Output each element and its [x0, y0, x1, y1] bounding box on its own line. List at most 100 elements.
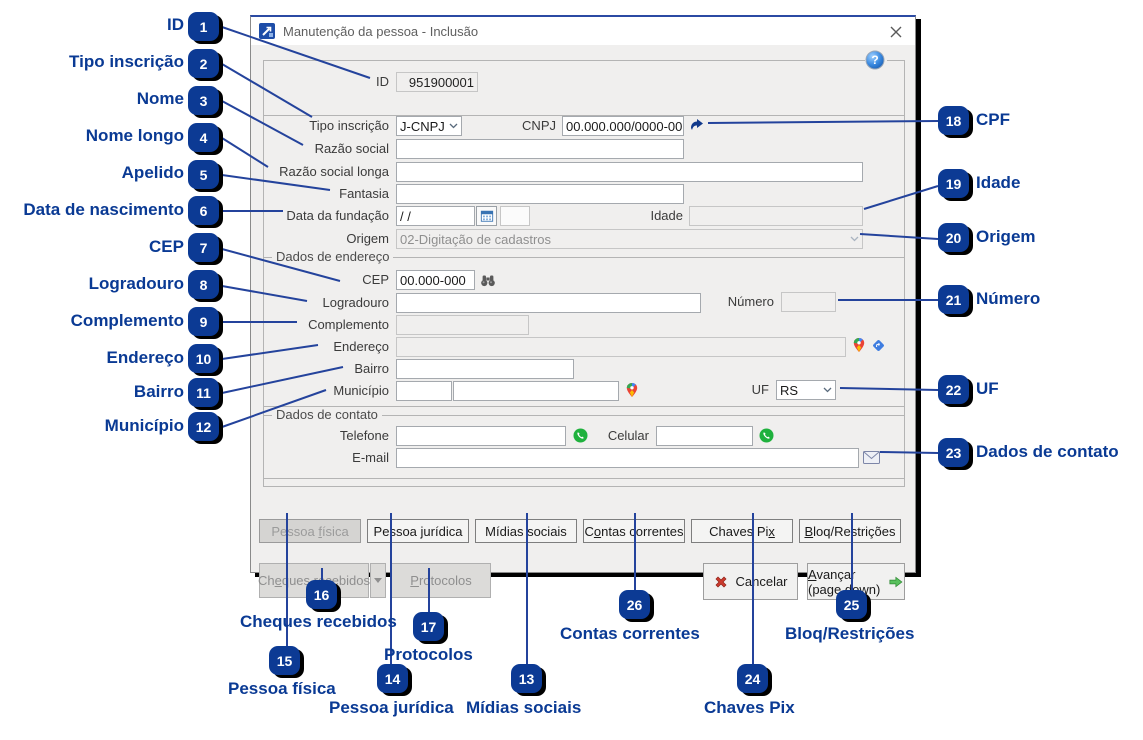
callout-number: 1	[199, 18, 208, 35]
tab-label-mnemonic: j	[420, 523, 424, 539]
cep-input[interactable]: 00.000-000	[396, 270, 475, 290]
municipio-name-input[interactable]	[453, 381, 619, 401]
origem-label: Origem	[346, 231, 389, 246]
callout-badge-4: 4	[188, 123, 219, 152]
callout-label-endereco: Endereço	[106, 348, 184, 367]
numero-field	[781, 292, 836, 312]
email-envelope-icon[interactable]	[863, 451, 880, 464]
callout-label-bloq-restricoes: Bloq/Restrições	[785, 624, 915, 643]
telefone-input[interactable]	[396, 426, 566, 446]
bairro-label: Bairro	[354, 361, 389, 376]
callout-label-midias-sociais: Mídias sociais	[466, 698, 582, 717]
fantasia-input[interactable]	[396, 184, 684, 204]
callout-label-complemento: Complemento	[70, 311, 184, 330]
data-fundacao-input[interactable]: / /	[396, 206, 475, 226]
callout-number: 6	[199, 202, 208, 219]
tab-label: urídica	[423, 523, 463, 539]
callout-number: 19	[945, 175, 962, 192]
callout-badge-15: 15	[269, 646, 300, 675]
razao-social-longa-label: Razão social longa	[279, 164, 389, 179]
callout-badge-17: 17	[413, 612, 444, 641]
cep-search-binoculars-icon[interactable]	[480, 272, 496, 288]
whatsapp-icon[interactable]	[759, 428, 774, 443]
callout-label-nome: Nome	[136, 89, 184, 108]
callout-number: 10	[195, 350, 212, 367]
dialog-manutencao-pessoa: Manutenção da pessoa - Inclusão ? ID 951…	[250, 15, 916, 600]
complemento-label: Complemento	[308, 317, 389, 332]
tab-label: ísica	[321, 523, 349, 539]
window-title: Manutenção da pessoa - Inclusão	[283, 23, 479, 39]
tipo-inscricao-select[interactable]: J-CNPJ	[396, 116, 462, 136]
callout-badge-24: 24	[737, 664, 768, 693]
data-fundacao-label: Data da fundação	[286, 208, 389, 223]
button-label: Avançar (page down)	[808, 567, 880, 597]
calendar-button[interactable]	[476, 206, 497, 226]
celular-input[interactable]	[656, 426, 753, 446]
fantasia-label: Fantasia	[339, 186, 389, 201]
id-field: 951900001	[396, 72, 478, 92]
callout-badge-6: 6	[188, 196, 219, 225]
numero-label: Número	[727, 294, 774, 309]
callout-label-cheques-recebidos: Cheques recebidos	[240, 612, 397, 631]
endereco-label: Endereço	[333, 339, 389, 354]
email-input[interactable]	[396, 448, 859, 468]
maps-pin-icon[interactable]	[625, 382, 639, 398]
avancar-button[interactable]: Avançar (page down)	[807, 563, 905, 600]
callout-number: 15	[276, 652, 293, 669]
cancelar-button[interactable]: Cancelar	[703, 563, 798, 600]
help-glyph: ?	[871, 53, 878, 67]
municipio-label: Município	[333, 383, 389, 398]
idade-label: Idade	[650, 208, 683, 223]
help-icon[interactable]: ?	[865, 50, 887, 72]
callout-label-bairro: Bairro	[133, 382, 184, 401]
tipo-inscricao-value: J-CNPJ	[400, 118, 445, 134]
id-label: ID	[376, 74, 389, 89]
razao-social-longa-input[interactable]	[396, 162, 863, 182]
directions-icon[interactable]	[871, 338, 886, 353]
callout-badge-22: 22	[938, 375, 969, 404]
callout-number: 24	[744, 670, 761, 687]
button-label-mnemonic: P	[410, 573, 419, 588]
callout-label-contas-correntes: Contas correntes	[560, 624, 700, 643]
callout-badge-11: 11	[188, 378, 219, 407]
cnpj-lookup-icon[interactable]	[689, 118, 705, 134]
callout-label-uf: UF	[976, 379, 999, 398]
tab-label: Chaves Pi	[709, 523, 769, 539]
logradouro-label: Logradouro	[322, 295, 390, 310]
cheques-dropdown-arrow	[370, 563, 386, 598]
logradouro-input[interactable]	[396, 293, 701, 313]
endereco-field	[396, 337, 846, 357]
callout-number: 4	[199, 129, 208, 146]
button-label: Cancelar	[735, 574, 788, 589]
whatsapp-icon[interactable]	[573, 428, 588, 443]
callout-label-pessoa-juridica: Pessoa jurídica	[329, 698, 454, 717]
data-aux-field	[500, 206, 530, 226]
tipo-inscricao-label: Tipo inscrição	[309, 118, 389, 133]
endereco-group-caption: Dados de endereço	[272, 249, 394, 264]
callout-number: 2	[199, 55, 208, 72]
municipio-code-input[interactable]	[396, 381, 452, 401]
callout-label-numero: Número	[976, 289, 1041, 308]
button-label: Ch	[257, 573, 275, 588]
tab-label: Mídias sociais	[485, 523, 567, 539]
callout-badge-5: 5	[188, 160, 219, 189]
cep-label: CEP	[362, 272, 389, 287]
bairro-input[interactable]	[396, 359, 574, 379]
uf-value: RS	[780, 382, 799, 398]
callout-badge-2: 2	[188, 49, 219, 78]
razao-social-input[interactable]	[396, 139, 684, 159]
chevron-down-icon	[823, 387, 832, 393]
uf-select[interactable]: RS	[776, 380, 836, 400]
tab-midias-sociais[interactable]: Mídias sociais	[475, 519, 577, 543]
maps-pin-icon[interactable]	[852, 337, 866, 353]
callout-badge-10: 10	[188, 344, 219, 373]
cnpj-input[interactable]: 00.000.000/0000-00	[562, 116, 684, 136]
callout-label-nome-longo: Nome longo	[85, 126, 184, 145]
close-icon[interactable]	[887, 23, 905, 41]
callout-label-protocolos: Protocolos	[384, 645, 473, 664]
email-label: E-mail	[352, 450, 389, 465]
